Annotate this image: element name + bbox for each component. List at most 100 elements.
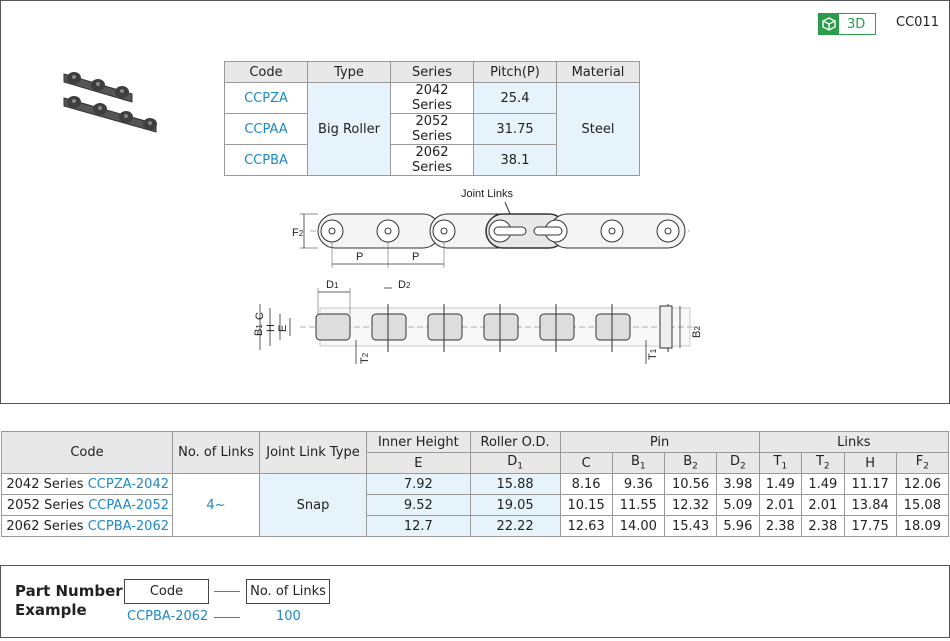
pitch-cell: 31.75 xyxy=(473,113,557,145)
value-cell: 15.08 xyxy=(895,494,950,516)
header-c: C xyxy=(559,452,613,474)
code-cell: 2052 Series CCPAA-2052 xyxy=(1,494,173,516)
part-code-link[interactable]: CCPBA-2062 xyxy=(87,518,169,534)
d1-label: D1 xyxy=(326,279,339,291)
part-code-link[interactable]: CCPAA-2052 xyxy=(88,497,169,513)
chain-side-view: Joint Links F2 P P xyxy=(292,188,690,268)
dimension-table: Code No. of Links Joint Link Type Inner … xyxy=(1,431,950,537)
table-row: 2042 Series CCPZA-2042 4~ Snap 7.92 15.8… xyxy=(1,473,950,537)
example-separator xyxy=(214,617,240,618)
joint-links-label: Joint Links xyxy=(461,188,513,200)
value-cell: 17.75 xyxy=(843,515,897,537)
header-series: Series xyxy=(390,61,474,83)
3d-view-button[interactable]: 3D xyxy=(818,13,876,35)
value-cell: 7.92 xyxy=(366,473,471,495)
code-cell: 2042 Series CCPZA-2042 xyxy=(1,473,173,495)
b1-label: B1 xyxy=(253,324,265,336)
cube-icon xyxy=(819,14,839,34)
d2-label: D2 xyxy=(398,279,411,291)
chain-top-view: D1 D2 B1 C H E T2 T1 B2 xyxy=(253,279,703,364)
code-link[interactable]: CCPZA xyxy=(224,82,308,114)
links-box: No. of Links xyxy=(246,579,330,604)
value-cell: 2.01 xyxy=(801,494,845,516)
chain-product-image xyxy=(63,72,157,133)
header-b1: B1 xyxy=(611,452,665,474)
example-links: 100 xyxy=(276,609,301,624)
c-label: C xyxy=(254,312,266,320)
value-cell: 2.38 xyxy=(758,515,803,537)
header-pin: Pin xyxy=(559,431,760,453)
value-cell: 1.49 xyxy=(758,473,803,495)
product-code: CC011 xyxy=(896,15,939,30)
value-cell: 11.17 xyxy=(843,473,897,495)
code-cell: 2062 Series CCPBA-2062 xyxy=(1,515,173,537)
separator-dash xyxy=(214,591,240,592)
header-f2: F2 xyxy=(895,452,950,474)
header-joint-type: Joint Link Type xyxy=(259,431,367,474)
header-d1: D1 xyxy=(469,452,561,474)
pitch-cell: 25.4 xyxy=(473,82,557,114)
material-cell: Steel xyxy=(556,82,640,176)
code-link[interactable]: CCPAA xyxy=(224,113,308,145)
value-cell: 12.63 xyxy=(559,515,613,537)
table-row: CCPBA 2062 Series 38.1 xyxy=(224,144,640,176)
series-cell: 2052 Series xyxy=(390,113,474,145)
value-cell: 9.52 xyxy=(366,494,471,516)
value-cell: 15.43 xyxy=(663,515,718,537)
table-row: 2052 Series CCPAA-2052 9.52 19.05 10.15 … xyxy=(1,494,950,516)
header-e: E xyxy=(366,452,471,474)
header-t2: T2 xyxy=(801,452,845,474)
pitch-label-1: P xyxy=(356,251,363,263)
value-cell: 5.96 xyxy=(716,515,760,537)
header-code: Code xyxy=(224,61,308,83)
header-links-group: Links xyxy=(758,431,950,453)
header-material: Material xyxy=(556,61,640,83)
value-cell: 2.38 xyxy=(801,515,845,537)
header-links-count: No. of Links xyxy=(172,431,260,474)
value-cell: 12.7 xyxy=(366,515,471,537)
part-code-link[interactable]: CCPZA-2042 xyxy=(87,476,169,492)
table-row: 2062 Series CCPBA-2062 12.7 22.22 12.63 … xyxy=(1,515,950,537)
e-label: E xyxy=(277,325,289,332)
t1-label: T1 xyxy=(647,348,659,360)
h-label: H xyxy=(265,324,277,332)
part-number-title: Part Number Example xyxy=(15,582,123,619)
value-cell: 22.22 xyxy=(469,515,561,537)
code-box: Code xyxy=(124,579,209,604)
value-cell: 12.06 xyxy=(895,473,950,495)
value-cell: 11.55 xyxy=(611,494,665,516)
part-number-panel: Part Number Example Code No. of Links CC… xyxy=(0,565,950,638)
value-cell: 3.98 xyxy=(716,473,760,495)
value-cell: 19.05 xyxy=(469,494,561,516)
value-cell: 10.56 xyxy=(663,473,718,495)
series-cell: 2042 Series xyxy=(390,82,474,114)
value-cell: 18.09 xyxy=(895,515,950,537)
header-type: Type xyxy=(307,61,391,83)
value-cell: 1.49 xyxy=(801,473,845,495)
3d-label: 3D xyxy=(847,16,866,32)
type-cell: Big Roller xyxy=(307,82,391,176)
header-roller-od: Roller O.D. xyxy=(469,431,561,453)
series-cell: 2062 Series xyxy=(390,144,474,176)
code-link[interactable]: CCPBA xyxy=(224,144,308,176)
value-cell: 14.00 xyxy=(611,515,665,537)
value-cell: 2.01 xyxy=(758,494,803,516)
header-b2: B2 xyxy=(663,452,718,474)
joint-type-cell: Snap xyxy=(259,473,367,537)
header-t1: T1 xyxy=(758,452,803,474)
header-d2: D2 xyxy=(716,452,760,474)
spec-table: Code Type Series Pitch(P) Material CCPZA… xyxy=(224,61,640,176)
header-code: Code xyxy=(1,431,173,474)
value-cell: 5.09 xyxy=(716,494,760,516)
links-count-cell: 4~ xyxy=(172,473,260,537)
chain-dimension-diagram: Joint Links F2 P P D1 D2 xyxy=(253,188,703,364)
pitch-cell: 38.1 xyxy=(473,144,557,176)
value-cell: 12.32 xyxy=(663,494,718,516)
table-row: CCPZA Big Roller 2042 Series 25.4 Steel xyxy=(224,82,640,176)
value-cell: 13.84 xyxy=(843,494,897,516)
value-cell: 10.15 xyxy=(559,494,613,516)
header-pitch: Pitch(P) xyxy=(473,61,557,83)
header-h: H xyxy=(843,452,897,474)
pitch-label-2: P xyxy=(412,251,419,263)
value-cell: 8.16 xyxy=(559,473,613,495)
